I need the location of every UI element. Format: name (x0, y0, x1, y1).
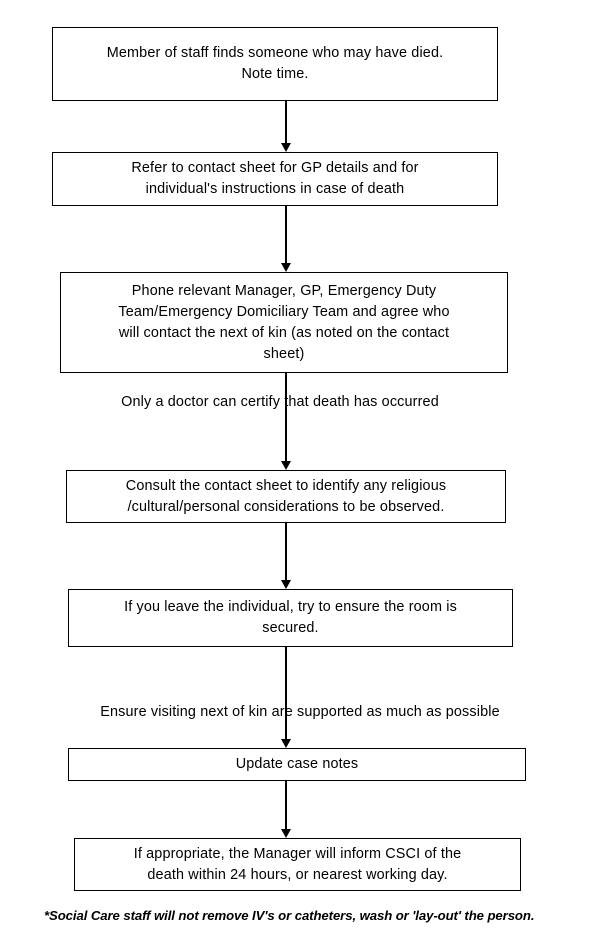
arrowhead-icon (281, 739, 291, 748)
connector-line (285, 373, 287, 461)
annotation-support-next-of-kin: Ensure visiting next of kin are supporte… (22, 702, 578, 723)
arrowhead-icon (281, 580, 291, 589)
flow-node-consult-contact-sheet[interactable]: Consult the contact sheet to identify an… (66, 470, 506, 523)
connector-line (285, 206, 287, 263)
connector-node6-to-node7 (281, 781, 291, 838)
flow-node-text: Refer to contact sheet for GP details an… (131, 160, 419, 197)
flow-node-phone-relevant-manager[interactable]: Phone relevant Manager, GP, Emergency Du… (60, 272, 508, 373)
connector-line (285, 101, 287, 143)
footnote-text: *Social Care staff will not remove IV's … (44, 908, 535, 923)
annotation-text: Ensure visiting next of kin are supporte… (100, 704, 500, 720)
arrowhead-icon (281, 143, 291, 152)
arrowhead-icon (281, 829, 291, 838)
flow-node-refer-to-contact-sheet[interactable]: Refer to contact sheet for GP details an… (52, 152, 498, 206)
connector-node5-to-node6 (281, 647, 291, 748)
connector-node1-to-node2 (281, 101, 291, 152)
connector-node3-to-node4 (281, 373, 291, 470)
connector-node2-to-node3 (281, 206, 291, 272)
flow-node-text: Consult the contact sheet to identify an… (125, 477, 447, 515)
flow-node-text: If appropriate, the Manager will inform … (133, 845, 462, 883)
flow-node-text: Update case notes (235, 756, 359, 772)
annotation-text: Only a doctor can certify that death has… (121, 394, 439, 410)
flow-node-text: Phone relevant Manager, GP, Emergency Du… (118, 282, 450, 362)
flow-node-text: If you leave the individual, try to ensu… (124, 599, 457, 636)
flow-node-text: Member of staff finds someone who may ha… (106, 45, 444, 82)
flow-node-manager-informs-csci[interactable]: If appropriate, the Manager will inform … (74, 838, 521, 891)
arrowhead-icon (281, 461, 291, 470)
connector-line (285, 647, 287, 739)
annotation-doctor-certifies-death: Only a doctor can certify that death has… (52, 392, 508, 413)
flow-node-member-finds-someone[interactable]: Member of staff finds someone who may ha… (52, 27, 498, 101)
connector-node4-to-node5 (281, 523, 291, 589)
flow-node-secure-the-room[interactable]: If you leave the individual, try to ensu… (68, 589, 513, 647)
flow-node-update-case-notes[interactable]: Update case notes (68, 748, 526, 781)
connector-line (285, 781, 287, 829)
footnote-social-care-staff: *Social Care staff will not remove IV's … (44, 906, 589, 925)
connector-line (285, 523, 287, 580)
arrowhead-icon (281, 263, 291, 272)
